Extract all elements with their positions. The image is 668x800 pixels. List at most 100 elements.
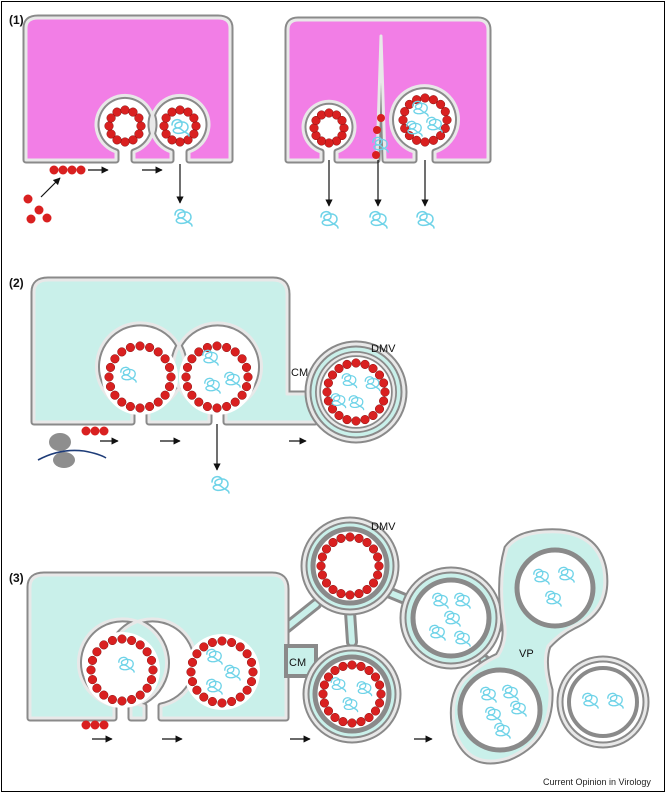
protein: [212, 341, 222, 351]
protein: [135, 640, 145, 650]
panel-2-label: (2): [9, 276, 24, 290]
protein: [182, 382, 193, 392]
protein: [42, 213, 52, 223]
protein: [207, 696, 217, 707]
protein: [436, 99, 446, 109]
protein: [323, 672, 334, 682]
protein: [164, 382, 175, 392]
protein: [235, 642, 245, 652]
protein: [311, 115, 321, 126]
protein: [135, 690, 145, 700]
protein: [412, 135, 422, 145]
protein: [368, 410, 378, 421]
protein-ring: [104, 105, 146, 147]
rna-squiggle: [320, 210, 339, 229]
rna-squiggle: [406, 120, 423, 137]
protein: [336, 533, 346, 543]
panel-3-label: (3): [9, 571, 24, 585]
protein: [125, 401, 135, 412]
rna-squiggle: [485, 706, 502, 723]
rna-squiggle: [330, 677, 347, 693]
protein: [354, 533, 364, 543]
protein: [362, 584, 372, 595]
rna-squiggle: [607, 692, 624, 709]
protein: [227, 696, 237, 707]
protein: [186, 667, 196, 677]
protein: [374, 561, 384, 571]
rna-squiggle: [454, 630, 471, 647]
panel-3: (3) CM DMV: [9, 516, 650, 765]
protein: [99, 690, 109, 700]
protein: [105, 382, 116, 392]
dmv-label: DMV: [371, 521, 396, 533]
protein: [117, 347, 127, 357]
protein: [153, 347, 163, 357]
protein: [49, 165, 59, 175]
protein: [194, 397, 204, 407]
protein: [181, 372, 191, 382]
protein: [370, 672, 381, 682]
protein: [337, 115, 347, 126]
protein: [338, 661, 348, 671]
protein: [328, 537, 338, 548]
rna-squiggle: [502, 684, 519, 701]
rna-squiggle: [341, 373, 358, 389]
rna-squiggle: [454, 592, 471, 609]
protein-ring: [86, 634, 158, 706]
protein: [375, 698, 385, 708]
protein: [135, 403, 145, 413]
protein: [342, 359, 352, 369]
protein: [330, 665, 340, 676]
protein: [351, 416, 361, 426]
protein: [322, 387, 332, 397]
protein: [153, 397, 163, 407]
protein: [380, 387, 390, 397]
protein: [160, 354, 170, 364]
protein: [347, 660, 357, 670]
vp-label: VP: [519, 648, 534, 660]
protein: [117, 696, 127, 706]
protein: [148, 665, 158, 675]
protein: [192, 685, 202, 695]
protein: [374, 370, 385, 380]
protein: [107, 694, 117, 705]
protein: [235, 692, 245, 702]
protein: [436, 131, 446, 141]
protein: [345, 532, 355, 542]
protein: [110, 354, 120, 364]
protein: [440, 107, 450, 117]
protein: [34, 205, 44, 215]
protein: [241, 362, 252, 372]
protein: [379, 396, 389, 406]
protein: [374, 404, 385, 414]
protein-ring: [186, 636, 258, 708]
protein: [243, 372, 253, 382]
protein: [360, 415, 370, 425]
protein: [125, 342, 135, 353]
cm-label: CM: [291, 367, 308, 379]
protein: [230, 397, 240, 407]
protein: [242, 685, 252, 695]
protein: [373, 570, 383, 580]
protein: [112, 135, 122, 145]
protein: [364, 712, 374, 723]
protein: [334, 363, 344, 374]
protein-ring: [322, 358, 390, 426]
protein-ring: [159, 105, 201, 147]
rna-squiggle: [412, 100, 429, 117]
cm-label: CM: [289, 657, 306, 669]
protein: [354, 589, 364, 599]
protein: [104, 372, 114, 382]
journal-credit: Current Opinion in Virology: [543, 777, 651, 787]
protein: [237, 354, 247, 364]
rna-squiggle: [206, 678, 223, 695]
protein: [217, 698, 227, 708]
protein: [92, 647, 102, 657]
protein: [199, 642, 209, 652]
protein: [183, 107, 193, 117]
rna-squiggle: [204, 377, 221, 394]
protein: [217, 636, 227, 646]
protein: [87, 675, 98, 685]
rna-squiggle: [356, 681, 373, 697]
